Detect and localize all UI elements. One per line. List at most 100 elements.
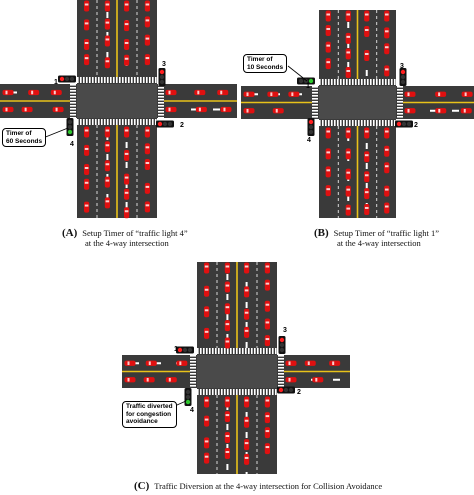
- car: [104, 160, 110, 172]
- crosswalk-stripe: [143, 77, 145, 83]
- lane-arrow: [245, 322, 248, 328]
- crosswalk-stripe: [343, 120, 345, 126]
- lane-arrow: [226, 274, 229, 280]
- car-window: [246, 92, 249, 97]
- lane-arrow: [106, 154, 109, 160]
- crosswalk-stripe: [382, 120, 384, 126]
- crosswalk-stripe: [248, 348, 250, 354]
- car-window: [124, 129, 129, 132]
- car: [124, 38, 130, 50]
- traffic-light-lamp: [159, 74, 165, 80]
- car: [204, 306, 210, 318]
- crosswalk-stripe: [373, 120, 375, 126]
- crosswalk-stripe: [190, 370, 196, 372]
- crosswalk-stripe: [155, 119, 157, 125]
- car-window: [204, 309, 209, 312]
- crosswalk-stripe: [134, 119, 136, 125]
- crosswalk-stripe: [340, 120, 342, 126]
- car-window: [124, 3, 129, 6]
- crosswalk-stripe: [131, 77, 133, 83]
- crosswalk-stripe: [278, 385, 284, 387]
- car-window: [225, 450, 230, 453]
- crosswalk-stripe: [86, 77, 88, 83]
- car-window: [384, 68, 389, 71]
- crosswalk-stripe: [349, 120, 351, 126]
- crosswalk-stripe: [122, 119, 124, 125]
- traffic-light-lamp: [167, 121, 173, 127]
- crosswalk-stripe: [397, 104, 403, 106]
- crosswalk-stripe: [137, 77, 139, 83]
- light-label-3: 3: [283, 327, 287, 334]
- car-window: [364, 130, 369, 133]
- car-window: [364, 154, 369, 157]
- car-window: [364, 28, 369, 31]
- car-window: [168, 107, 171, 112]
- crosswalk-stripe: [230, 389, 232, 395]
- car-window: [127, 361, 130, 366]
- crosswalk-stripe: [312, 92, 318, 94]
- car-window: [124, 23, 129, 26]
- light-label-4: 4: [70, 141, 74, 148]
- car-window: [105, 38, 110, 41]
- car-window: [105, 21, 110, 24]
- crosswalk-stripe: [233, 348, 235, 354]
- car-window: [198, 107, 201, 112]
- car-window: [326, 27, 331, 30]
- car: [204, 452, 210, 464]
- car-window: [105, 60, 110, 63]
- crosswalk-stripe: [86, 119, 88, 125]
- crosswalk-stripe: [140, 119, 142, 125]
- crosswalk-stripe: [95, 77, 97, 83]
- crosswalk-stripe: [312, 86, 318, 88]
- crosswalk-stripe: [143, 119, 145, 125]
- car: [165, 106, 177, 113]
- lane-arrow: [245, 302, 248, 308]
- car: [224, 303, 230, 315]
- traffic-light-lamp: [401, 121, 407, 127]
- car-window: [346, 13, 351, 16]
- car: [244, 453, 250, 465]
- car-window: [225, 435, 230, 438]
- crosswalk-stripe: [370, 79, 372, 85]
- crosswalk-stripe: [158, 96, 164, 98]
- traffic-light-lamp: [162, 121, 168, 127]
- lane-arrow: [213, 108, 220, 111]
- car-window: [384, 188, 389, 191]
- car-window: [145, 146, 150, 149]
- car: [285, 360, 297, 366]
- crosswalk-stripe: [251, 389, 253, 395]
- car: [325, 148, 331, 160]
- car: [224, 281, 230, 293]
- crosswalk-stripe: [266, 389, 268, 395]
- car: [104, 35, 110, 47]
- car-window: [346, 151, 351, 154]
- car: [144, 34, 150, 46]
- car-window: [346, 207, 351, 210]
- car-window: [168, 377, 171, 382]
- car: [345, 185, 351, 197]
- car: [224, 337, 230, 349]
- car: [244, 308, 250, 320]
- crosswalk-stripe: [312, 110, 318, 112]
- car: [124, 126, 130, 138]
- crosswalk-stripe: [312, 98, 318, 100]
- crosswalk-stripe: [209, 348, 211, 354]
- car-window: [346, 188, 351, 191]
- traffic-light-lamp: [67, 129, 73, 135]
- crosswalk-stripe: [119, 119, 121, 125]
- car-window: [244, 419, 249, 422]
- crosswalk-stripe: [358, 79, 360, 85]
- car-window: [225, 284, 230, 287]
- car-window: [315, 377, 318, 382]
- crosswalk-stripe: [155, 77, 157, 83]
- car-window: [24, 107, 27, 112]
- traffic-light-lamp: [303, 78, 309, 84]
- caption-line2-a: at the 4-way intersection: [85, 238, 169, 248]
- crosswalk-stripe: [92, 119, 94, 125]
- crosswalk-stripe: [158, 111, 164, 113]
- timer-callout-a: Timer of 60 Seconds: [2, 128, 47, 147]
- crosswalk-stripe: [397, 95, 403, 97]
- car-window: [346, 69, 351, 72]
- car-window: [464, 92, 467, 97]
- car: [384, 127, 390, 139]
